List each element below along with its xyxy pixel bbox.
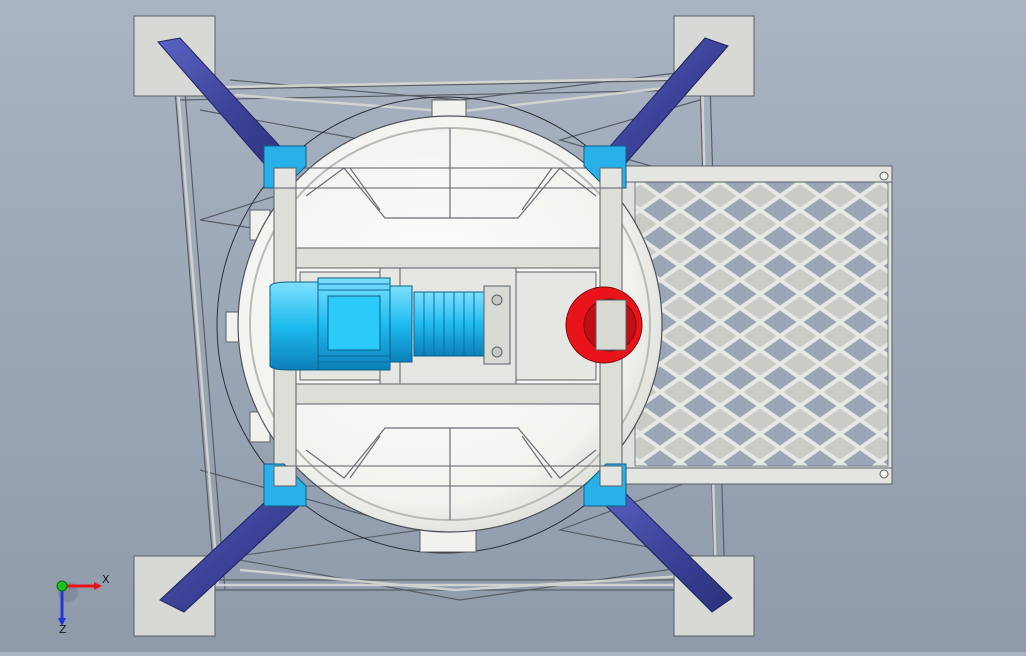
gearbox — [413, 285, 511, 365]
z-axis-label: Z — [59, 623, 67, 636]
y-axis-dot — [56, 580, 68, 592]
support-frame — [273, 167, 623, 487]
red-coupling — [565, 286, 643, 364]
electric-motor — [269, 277, 413, 371]
coordinate-triad-icon — [56, 580, 102, 626]
bracket-blocks — [273, 167, 623, 487]
truss-lattice-light — [176, 76, 718, 592]
access-platform — [617, 165, 893, 485]
x-axis-label: X — [102, 573, 110, 586]
coordinate-triad: X Z — [46, 570, 126, 640]
